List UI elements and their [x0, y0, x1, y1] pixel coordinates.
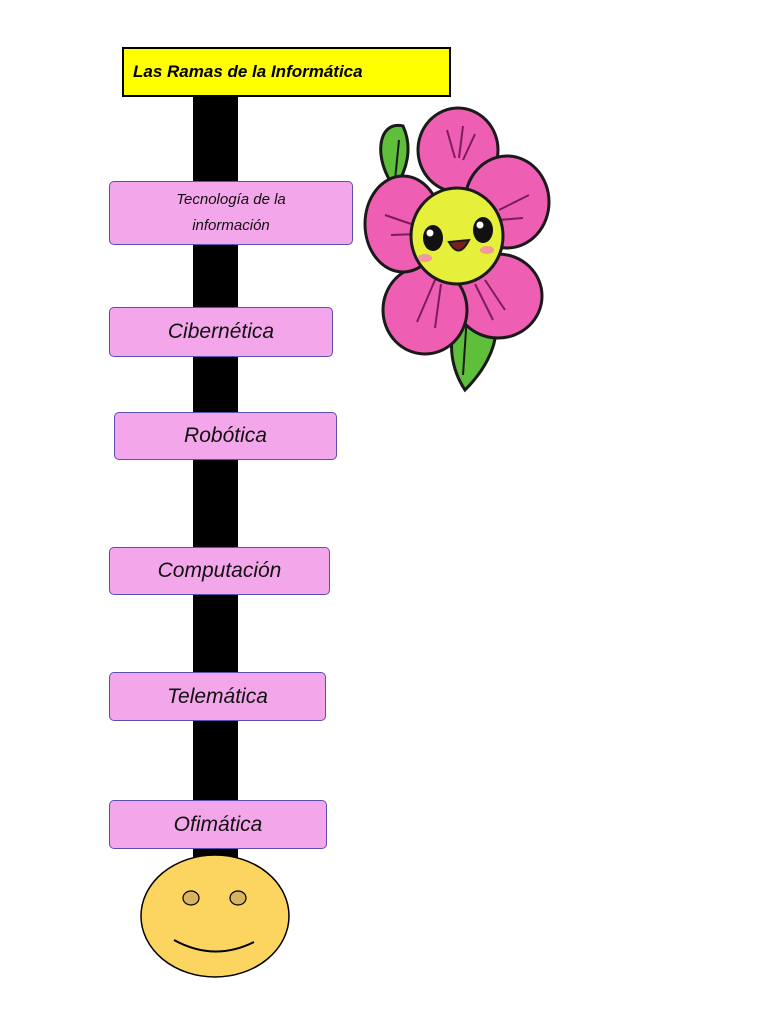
- diagram-title: Las Ramas de la Informática: [122, 47, 451, 97]
- branch-tecnologia-informacion: Tecnología de la información: [109, 181, 353, 245]
- smiley-face-icon: [140, 854, 290, 978]
- branch-ofimatica: Ofimática: [109, 800, 327, 849]
- branch-telematica: Telemática: [109, 672, 326, 721]
- branch-computacion: Computación: [109, 547, 330, 595]
- flower-icon: [363, 106, 551, 393]
- branch-cibernetica: Cibernética: [109, 307, 333, 357]
- branch-robotica: Robótica: [114, 412, 337, 460]
